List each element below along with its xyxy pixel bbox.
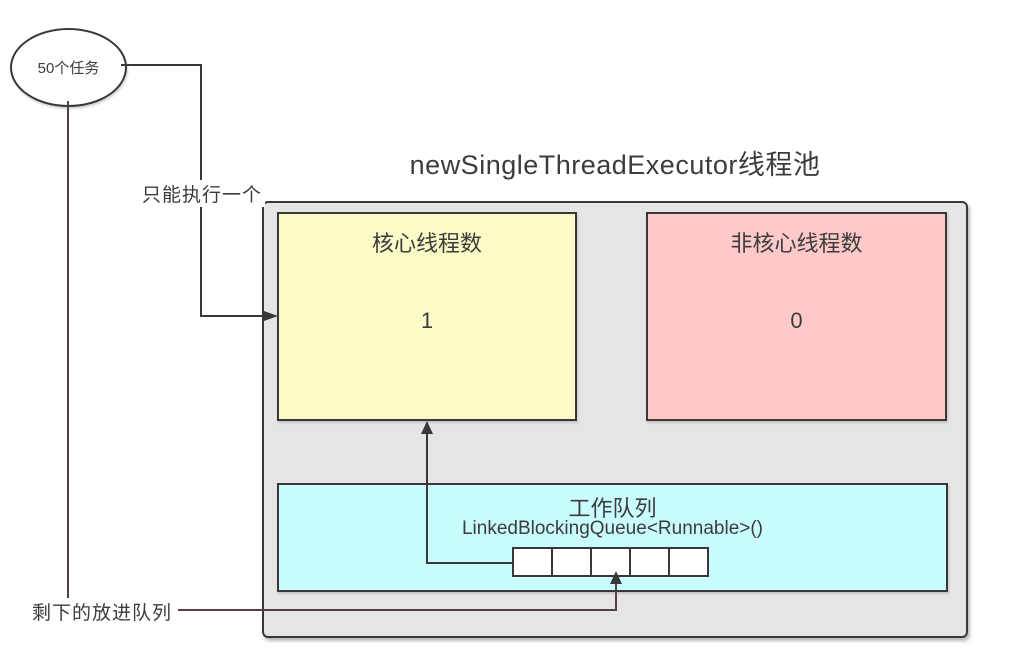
core-threads-box: 核心线程数 1 [277,212,577,421]
non-core-threads-box: 非核心线程数 0 [646,212,947,421]
queue-slot [512,547,553,577]
queue-slot [629,547,670,577]
connector-tasks-to-queue-v2 [615,582,617,611]
connector-tasks-to-core-h1 [121,64,202,66]
core-threads-title: 核心线程数 [371,231,482,256]
core-threads-value: 1 [420,308,434,333]
connector-queue-to-core-v [426,432,428,564]
work-queue-title: 工作队列 [568,496,657,521]
queue-slots [512,547,709,577]
connector-tasks-to-queue-v1 [67,101,69,598]
queue-slot [551,547,592,577]
queue-slot [668,547,709,577]
arrowhead-into-core-bottom [421,421,433,434]
diagram-title: newSingleThreadExecutor线程池 [409,150,821,180]
connector-tasks-to-core-h2 [200,315,266,317]
non-core-threads-title: 非核心线程数 [730,231,863,256]
label-only-one: 只能执行一个 [139,180,266,207]
tasks-ellipse: 50个任务 [10,28,127,107]
label-rest-to-queue: 剩下的放进队列 [32,603,173,624]
connector-tasks-to-queue-h [178,609,617,611]
work-queue-subtitle: LinkedBlockingQueue<Runnable>() [461,518,764,539]
arrowhead-into-queue [610,571,622,584]
arrowhead-into-core-box [264,311,278,321]
non-core-threads-value: 0 [790,308,803,333]
connector-queue-to-core-h [427,562,512,564]
tasks-label: 50个任务 [37,60,100,77]
